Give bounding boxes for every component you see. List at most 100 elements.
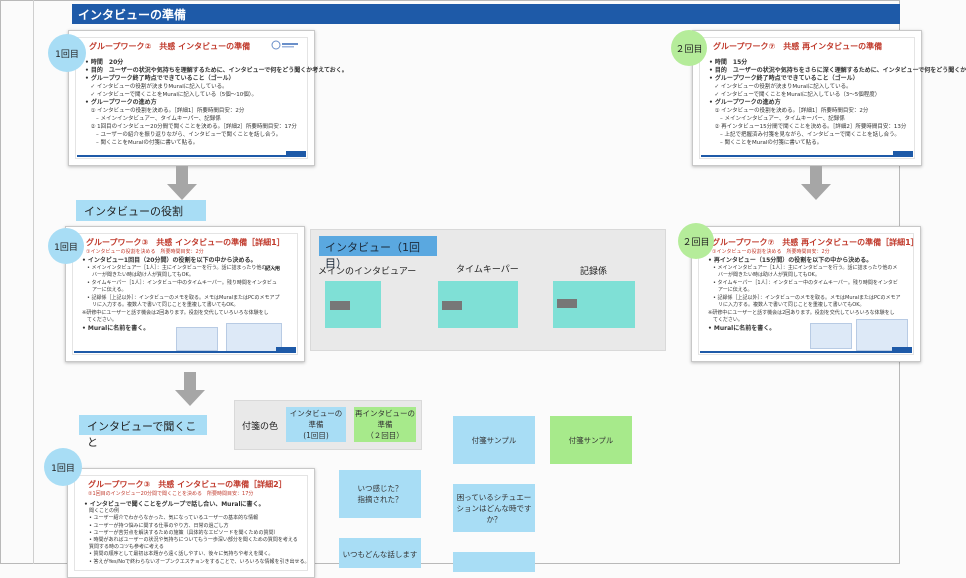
question-sticky[interactable]: いつもどんな話します [339,538,421,568]
round-badge: 1回目 [48,34,86,72]
slide-footer [74,347,296,353]
slide-line: – 上記で把握済み付箋を見ながら、インタビューで聞くことを話し合う。 [709,132,900,138]
question-sticky[interactable]: いつ感じた？ 指摘された？ [339,470,421,518]
slide-footer [700,347,912,353]
slide-footer [701,151,913,157]
color-legend-label: 付箋の色 [242,422,279,432]
slide-line: • グループワーク終了時点でできていること（ゴール） [85,75,235,82]
slide-line: – ユーザーの紹介を振り返りながら、インタビューで聞くことを話し合う。 [85,132,282,138]
slide-inner [699,37,915,159]
slide-line: てください。 [708,317,743,323]
name-tag [557,299,577,308]
slide-title: グループワーク② 共感 インタビューの準備 [89,42,251,51]
legend-blue-sticky[interactable]: インタビューの 準備 (1回目) [286,407,346,442]
slide-line: 質問する時のコツも参考に考える [84,544,164,551]
slide-title: グループワーク③ 共感 インタビューの準備［詳細2］ [88,480,287,489]
slide-subtitle: ①インタビューの役割を決める 所要時間目安：2分 [86,249,204,255]
name-tag [330,301,350,310]
ask-heading: インタビューで聞くこと [79,415,207,449]
slide-inner [75,37,308,159]
slide-gw3-detail2[interactable]: グループワーク③ 共感 インタビューの準備［詳細2］ ②1回目のインタビュー20… [67,468,315,578]
legend-green-sticky[interactable]: 再インタビューの 準備 （２回目） [354,407,416,442]
logo-icon [271,40,298,50]
question-sticky[interactable]: 困っているシチュエー ションはどんな時です か？ [453,484,535,532]
slide-line: • ユーザーが苦労点を解決するための施策（具体的なエピソードを聞くための質問） [84,529,279,536]
mini-board [176,327,218,351]
slide-line: • 時間 20分 [85,59,124,66]
role-sticky-recorder[interactable] [553,281,635,328]
slide-line: • ユーザー紹介でわからなかった、気になっているユーザーの基本的な情報 [84,515,259,522]
slide-line: ✓ インタビューで聞くことをMuralに記入している（3〜5個程度） [709,92,881,98]
slide-inner [74,475,308,571]
slide-body: • 時間 20分• 目的 ユーザーの状況や気持ちを理解するために、インタビューで… [85,59,348,147]
question-sticky[interactable] [453,552,535,572]
slide-line: – 聞くことをMuralの付箋に書いて貼る。 [85,140,199,146]
slide-line: • グループワークの進め方 [709,99,781,106]
slide-line: ✓ インタビューの役割が決まりMuralに記入している。 [85,84,228,90]
down-arrow-icon [167,166,197,200]
round-badge: 1回目 [44,448,82,486]
mini-board [856,319,908,351]
slide-body: • 時間 15分• 目的 ユーザーの状況や気持ちをさらに深く理解するために、イン… [709,59,966,147]
slide-subtitle: ①インタビューの役割を決める 所要時間目安：2分 [712,249,830,255]
slide-line: アーに伝える。 [708,287,753,293]
sample-sticky-blue[interactable]: 付箋サンプル [453,416,535,464]
slide-gw3-detail1[interactable]: グループワーク③ 共感 インタビューの準備［詳細1］ ①インタビューの役割を決め… [65,226,305,362]
slide-line: ※研修中にユーザーと話す機会は2回あります。役割を交代していろいろな体験をし [708,309,895,316]
slide-body: • インタビューで聞くことをグループで話し合い、Muralに書く。 聞くことの例… [84,501,309,566]
slide-footer [77,151,306,157]
slide-body: • インタビュー1回目（20分間）の役割を以下の中から決める。 • メインインタ… [82,257,280,332]
slide-line: • ユーザーが持つ悩みに関する仕事のやり方、日常の過ごし方 [84,522,229,529]
role-main-interviewer: メインのインタビュアー [318,267,417,277]
slide-title: グループワーク⑦ 共感 再インタビューの準備［詳細1］ [712,238,919,247]
mini-label: 記入用 [264,266,280,272]
slide-gw7-detail1[interactable]: グループワーク⑦ 共感 再インタビューの準備［詳細1］ ①インタビューの役割を決… [691,226,921,362]
slide-line: • メインインタビュアー［1人］：主にインタビューを行う。話に詰まったり他のメン [82,264,277,271]
slide-line: リに入力する。複数人で書いて同じことを重複して書いてもOK。 [82,302,239,308]
role-timekeeper: タイムキーパー [456,265,519,275]
slide-inner [698,233,914,355]
roles-heading: インタビューの役割 [76,200,206,221]
role-sticky-main[interactable] [325,281,381,328]
slide-line: – メインインタビュアー、タイムキーパー、記録係 [85,116,221,122]
slide-line: てください。 [82,317,117,323]
down-arrow-icon [801,166,831,200]
slide-gw7-reprep[interactable]: グループワーク⑦ 共感 再インタビューの準備 • 時間 15分• 目的 ユーザー… [692,30,966,166]
slide-line: ① インタビューの役割を決める。［詳細1］所要時間目安：2分 [85,108,245,114]
slide-line: • 目的 ユーザーの状況や気持ちをさらに深く理解するために、インタビューで何をど… [709,67,966,74]
slide-line: • タイムキーパー［1人］：インタビュー中のタイムキーパー。残り時間をインタビュ [82,279,277,286]
slide-line: ② 1回目のインタビュー20分間で聞くことを決める。［詳細2］所要時間目安：17… [85,124,297,130]
slide-line: • グループワーク終了時点でできていること（ゴール） [709,75,859,82]
slide-line: 聞くことの例 [84,508,119,515]
slide-line: • タイムキーパー［1人］：インタビュー中のタイムキーパー。残り時間をインタビ [708,279,898,286]
slide-line: ✓ インタビューの役割が決まりMuralに記入している。 [709,84,852,90]
slide-line: • 目的 ユーザーの状況や気持ちを理解するために、インタビューで何をどう聞くか考… [85,67,348,74]
round-badge: 1回目 [48,228,84,264]
slide-title: グループワーク⑦ 共感 再インタビューの準備 [713,42,883,51]
name-tag [442,301,462,310]
slide-line: • 記録係［上記以外］：インタビューのメモを取る。メモはMuralまたはPCのメ… [708,294,901,301]
slide-line: リに入力する。複数人で書いて同じことを重複して書いてもOK。 [708,302,865,308]
round-badge: ２回目 [678,223,714,259]
mini-board [226,323,282,353]
slide-line: バーが聞きたい時は助け人が質問してもOK。 [82,272,194,278]
slide-line: – メインインタビュアー、タイムキーパー、記録係 [709,116,845,122]
slide-line: ※研修中にユーザーと話す機会は2回あります。役割を交代していろいろな体験をし [82,309,269,316]
role-sticky-timekeeper[interactable] [438,281,518,328]
slide-line: – 聞くことをMuralの付箋に書いて貼る。 [709,140,823,146]
slide-line: アーに伝える。 [82,287,127,293]
slide-line: • Muralに名前を書く。 [708,324,776,332]
slide-subtitle: ②1回目のインタビュー20分間で聞くことを決める 所要時間目安：17分 [88,491,254,497]
slide-line: • 時間があればユーザーの状況や気持ちについてもう一歩深い部分を聞くための質問を… [84,537,298,544]
slide-line: ✓ インタビューで聞くことをMuralに記入している（5個〜10個）。 [85,92,258,98]
slide-gw2-prep[interactable]: グループワーク② 共感 インタビューの準備 • 時間 20分• 目的 ユーザーの… [68,30,348,166]
slide-line: ① インタビューの役割を決める。［詳細1］所要時間目安：2分 [709,108,869,114]
slide-line: • インタビューで聞くことをグループで話し合い、Muralに書く。 [84,501,265,508]
mini-board [810,323,852,349]
slide-line: • 時間 15分 [709,59,748,66]
sample-sticky-green[interactable]: 付箋サンプル [550,416,632,464]
slide-line: ② 再インタビュー15分間で聞くことを決める。［詳細2］所要時間目安：13分 [709,124,907,130]
slide-line: • 再インタビュー（15分間）の役割を以下の中から決める。 [708,257,873,264]
slide-line: • 質問の順序として最初は本題から遠く話しやすい、後々に気持ちや考えを聞く。 [84,551,274,558]
slide-line: • Muralに名前を書く。 [82,324,150,332]
